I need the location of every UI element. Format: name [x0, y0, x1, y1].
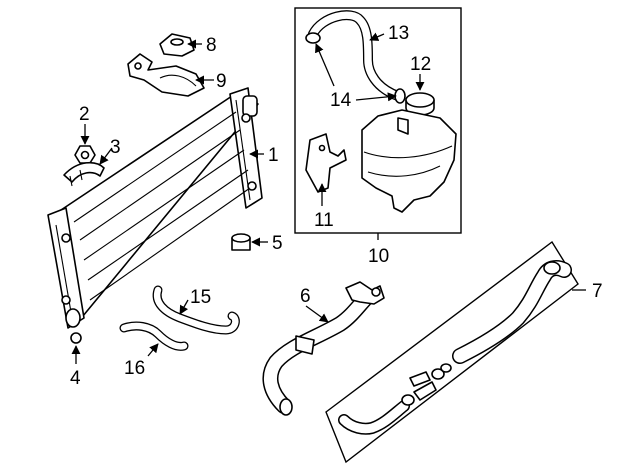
callouts: 1 2 3 4 5 6 7 8 9 10 11 12 13 14 15 16: [70, 23, 603, 389]
callout-3: 3: [110, 137, 121, 158]
hose-kit-box: [325, 240, 579, 464]
lower-insulator: [70, 332, 82, 344]
callout-16: 16: [124, 358, 145, 379]
callout-8: 8: [206, 35, 217, 56]
callout-6: 6: [300, 286, 311, 307]
callout-1: 1: [268, 145, 279, 166]
callout-15: 15: [190, 287, 211, 308]
callout-11: 11: [314, 210, 334, 231]
callout-13: 13: [388, 23, 409, 44]
callout-7: 7: [592, 281, 603, 302]
overflow-hose: [308, 10, 403, 101]
radiator-grommet: [231, 233, 251, 251]
upper-insulator: [159, 33, 195, 57]
lower-mount-bracket: [63, 161, 105, 187]
radiator: [47, 87, 263, 329]
coolant-reservoir: [361, 109, 457, 213]
drain-plug: [74, 145, 96, 164]
hose-kit-fittings: [338, 363, 452, 435]
reservoir-bracket: [305, 133, 347, 193]
callout-2: 2: [79, 104, 90, 125]
callout-12: 12: [410, 54, 431, 75]
upper-radiator-hose: [262, 281, 385, 416]
callout-4: 4: [70, 368, 81, 389]
heater-hose-lower: [119, 321, 189, 351]
reservoir-cap: [405, 92, 435, 116]
callout-5: 5: [272, 233, 283, 254]
leader-lines: [71, 32, 586, 364]
callout-10: 10: [368, 246, 389, 267]
hose-clamp-lower: [394, 88, 406, 104]
lower-radiator-hose: [452, 260, 572, 364]
callout-9: 9: [216, 71, 227, 92]
heater-hose-upper: [152, 285, 240, 335]
upper-mount-bracket: [127, 53, 205, 97]
callout-14: 14: [330, 90, 352, 111]
hose-clamp-upper: [305, 32, 321, 44]
